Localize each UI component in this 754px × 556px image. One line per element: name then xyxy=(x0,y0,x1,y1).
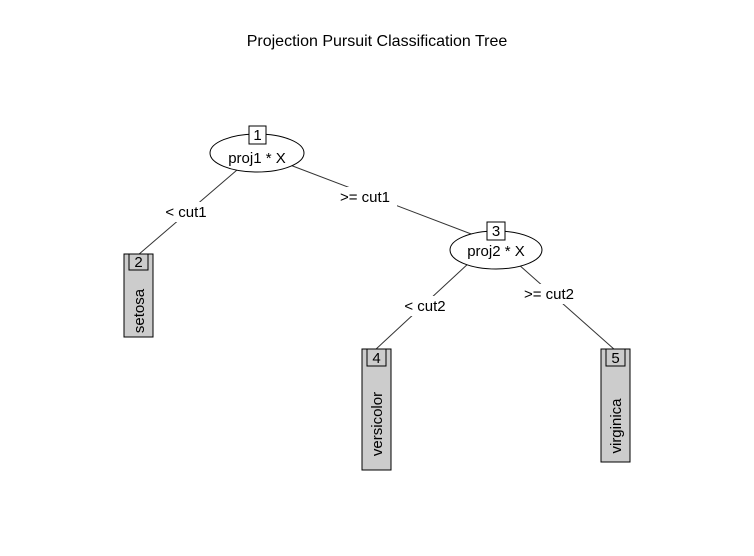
node-1-id-box xyxy=(248,125,267,145)
leaf-5-box xyxy=(600,348,631,463)
leaf-node-5: 5 virginica xyxy=(600,348,631,463)
edge-label-1-2: < cut1 xyxy=(165,204,206,221)
leaf-4-box xyxy=(361,348,392,471)
leaf-2-id-box xyxy=(128,253,149,271)
edge-label-bg-3-4 xyxy=(397,296,453,316)
edge-label-bg-1-3 xyxy=(333,187,397,207)
edge-label-bg-3-5 xyxy=(517,284,581,304)
leaf-4-id-box xyxy=(366,348,387,367)
edge-3-5 xyxy=(517,263,616,351)
leaf-node-4: 4 versicolor xyxy=(361,348,392,471)
node-1: 1 proj1 * X xyxy=(209,125,305,173)
node-1-label: proj1 * X xyxy=(228,150,286,167)
leaf-5-id-box xyxy=(605,348,626,367)
node-3-id-box xyxy=(486,221,506,241)
node-3-label: proj2 * X xyxy=(467,243,525,260)
diagram-title: Projection Pursuit Classification Tree xyxy=(247,33,508,50)
edge-label-3-5: >= cut2 xyxy=(524,286,574,303)
leaf-node-2: 2 setosa xyxy=(123,253,154,338)
node-1-id: 1 xyxy=(253,127,261,144)
node-3: 3 proj2 * X xyxy=(449,221,543,270)
leaf-4-id: 4 xyxy=(372,350,380,367)
node-3-id: 3 xyxy=(492,223,500,240)
edge-label-bg-1-2 xyxy=(158,202,214,222)
leaf-5-label: virginica xyxy=(608,398,625,454)
leaf-4-label: versicolor xyxy=(369,392,386,456)
leaf-5-id: 5 xyxy=(611,350,619,367)
edge-label-1-3: >= cut1 xyxy=(340,189,390,206)
leaf-2-label: setosa xyxy=(131,288,148,333)
leaf-2-id: 2 xyxy=(134,254,142,271)
edge-label-3-4: < cut2 xyxy=(404,298,445,315)
